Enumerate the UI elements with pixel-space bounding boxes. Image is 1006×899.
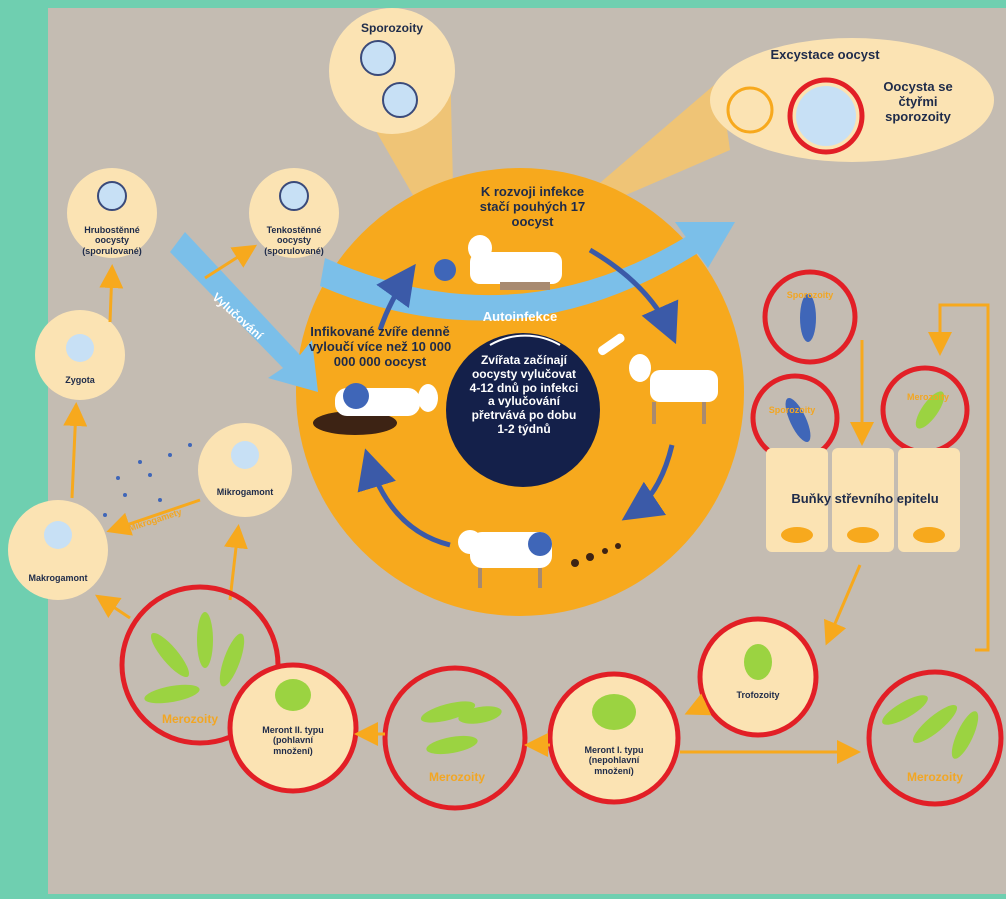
- microgamete-dots: [103, 443, 192, 517]
- macrogamont-icon: [44, 521, 72, 549]
- merozoites-right-highlight: [866, 669, 1004, 807]
- sporozoites-mid-label: Sporozoity: [768, 405, 816, 415]
- excystation-circle: [710, 38, 994, 162]
- shedding-arrow: [170, 232, 318, 392]
- thick-walled-label: Hrubostěnné oocysty (sporulované): [82, 225, 142, 256]
- autoinfection-arrowhead: [675, 222, 735, 268]
- microgamont-node: [198, 423, 292, 517]
- zygote-icon: [66, 334, 94, 362]
- calf-right: [597, 333, 718, 424]
- arrow-macro-to-zygote: [63, 402, 88, 499]
- calf-top: [434, 235, 562, 290]
- navy-cycle-arrow: [489, 334, 561, 346]
- autoinfection-arrow: [320, 228, 712, 321]
- arrow-zygote-to-thick: [99, 264, 124, 323]
- merozoites-mid-label: Merozoity: [906, 392, 949, 402]
- sporocyst-1: [360, 40, 396, 76]
- cycle-arrow-2: [588, 247, 679, 345]
- macrogamont-node: [8, 500, 108, 600]
- merozoite-cells-right: [882, 695, 979, 759]
- arrow-thick-to-thin: [204, 244, 258, 280]
- meront-2-icon: [275, 679, 311, 711]
- oocyst-with-sporozoites: [796, 86, 856, 146]
- sporozoites-top-circle: [329, 8, 455, 134]
- sporozoite-top-highlight: [762, 269, 858, 365]
- sporozoites-label: Sporozoity: [361, 21, 423, 35]
- epithelium-cells: [766, 448, 960, 552]
- calf-bottom: [458, 530, 621, 588]
- calf-lying: [313, 383, 438, 435]
- meront-2-label: Meront II. typu (pohlavní množení): [262, 725, 324, 756]
- arrow-trophozoite-to-meront1: [684, 693, 712, 716]
- sporocyst-2: [382, 82, 418, 118]
- thin-walled-label: Tenkostěnné oocysty (sporulované): [264, 225, 324, 256]
- thin-walled-node: [249, 168, 339, 258]
- meront-1-highlight: [547, 671, 681, 805]
- sporozoite-mid-cell: [785, 397, 811, 443]
- microgamont-icon: [231, 441, 259, 469]
- microgamont-label: Mikrogamont: [216, 487, 274, 497]
- merozoite-cells-center: [420, 701, 502, 755]
- merozoite-cells-left: [144, 612, 245, 704]
- merozoites-right-label: Merozoity: [906, 770, 963, 784]
- arrow-epithelium-to-trophozoite: [824, 564, 862, 646]
- navy-note: Zvířata začínají oocysty vylučovat 4-12 …: [469, 353, 579, 436]
- thick-oocyst-icon: [97, 181, 127, 211]
- arrow-right-loop: [928, 303, 990, 652]
- merozoites-left-label: Merozoity: [161, 712, 218, 726]
- arrow-merozoites-to-micro: [224, 524, 248, 601]
- merozoites-center-label: Merozoity: [428, 770, 485, 784]
- trophozoite-label: Trofozoity: [736, 690, 780, 700]
- cycle-arrow-4: [357, 448, 451, 548]
- oocyst-red-highlight: [787, 77, 865, 155]
- sporozoite-top-cell: [800, 294, 816, 342]
- excystation-title: Excystace oocyst: [770, 47, 880, 62]
- thin-oocyst-icon: [279, 181, 309, 211]
- meront-1-label: Meront I. typu (nepohlavní množení): [584, 745, 644, 776]
- cycle-arrow-1: [376, 263, 416, 331]
- autoinfection-label: Autoinfekce: [482, 309, 558, 324]
- cycle-arrow-3: [621, 444, 675, 521]
- shedding-note: Infikované zvíře denně vyloučí více než …: [308, 324, 452, 369]
- thick-walled-node: [67, 168, 157, 258]
- macrogamont-label: Makrogamont: [28, 573, 88, 583]
- infection-note: K rozvoji infekce stačí pouhých 17 oocys…: [479, 184, 586, 229]
- meront-1-icon: [592, 694, 636, 730]
- merozoite-mid-cell: [915, 391, 945, 429]
- navy-info-circle: [446, 333, 600, 487]
- empty-oocyst: [726, 86, 774, 134]
- epithelium-label: Buňky střevního epitelu: [791, 491, 939, 506]
- arrow-microgametes: [106, 498, 201, 536]
- oocyst-label: Oocysta se čtyřmi sporozoity: [883, 79, 953, 124]
- zygote-label: Zygota: [65, 375, 95, 385]
- sporozoites-top-label: Sporozoity: [786, 290, 834, 300]
- arrow-merozoites-to-macro: [95, 594, 131, 620]
- trophozoite-icon: [744, 644, 772, 680]
